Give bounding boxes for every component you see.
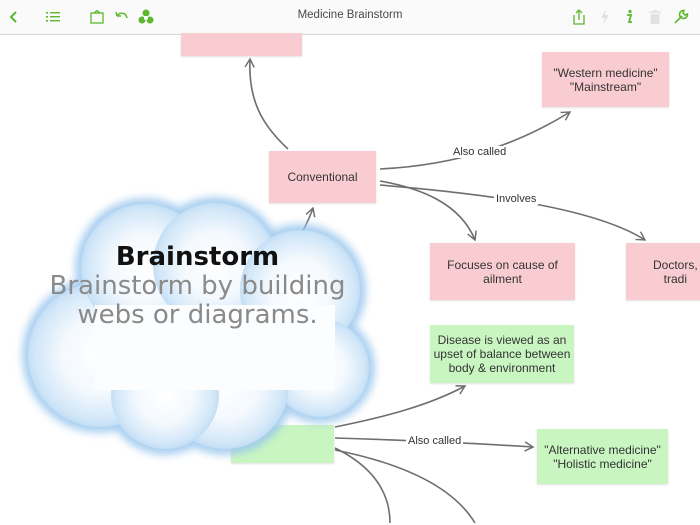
edge-label-also-called: Also called: [451, 146, 509, 158]
branches-icon[interactable]: [136, 7, 156, 27]
topic-node-doctors[interactable]: Doctors, tradi: [626, 243, 700, 300]
overlay-subtitle: Brainstorm by building webs or diagrams.: [49, 271, 346, 330]
trash-icon[interactable]: [645, 7, 665, 27]
toolbar: Medicine Brainstorm: [0, 0, 700, 35]
edge-label-also-called: Also called: [406, 435, 464, 447]
topic-box-icon[interactable]: [87, 7, 107, 27]
topic-node-alternative-medicine[interactable]: "Alternative medicine" "Holistic medicin…: [537, 429, 668, 484]
outline-list-icon[interactable]: [43, 7, 63, 27]
topic-node-conventional[interactable]: Conventional: [269, 151, 376, 203]
topic-node-alternative-partial[interactable]: [231, 425, 334, 463]
edge-label-involves: Involves: [494, 193, 539, 205]
mind-map-canvas[interactable]: Also called Involves Also called Convent…: [0, 33, 700, 525]
topic-node-disease-balance[interactable]: Disease is viewed as an upset of balance…: [430, 325, 574, 383]
share-icon[interactable]: [569, 7, 589, 27]
arrow-conventional-to-focuses: [379, 180, 477, 242]
topic-node-western-medicine[interactable]: "Western medicine" "Mainstream": [542, 52, 669, 107]
topic-node-focuses-on-cause[interactable]: Focuses on cause of ailment: [430, 243, 575, 300]
arrow-conventional-to-western: [379, 111, 572, 170]
arrow-green-to-bottom-2: [334, 449, 476, 524]
settings-wrench-icon[interactable]: [671, 7, 691, 27]
inspector-info-icon[interactable]: [619, 7, 639, 27]
undo-icon[interactable]: [112, 7, 132, 27]
arrow-green-to-disease: [334, 385, 467, 428]
back-chevron-icon[interactable]: [4, 7, 24, 27]
overlay-title: Brainstorm: [115, 242, 280, 272]
topic-node-partial[interactable]: [181, 33, 302, 56]
arrow-conventional-to-top: [244, 57, 289, 150]
arrow-green-to-bottom-1: [334, 447, 391, 524]
quick-entry-bolt-icon[interactable]: [595, 7, 615, 27]
document-title: Medicine Brainstorm: [297, 9, 403, 21]
cloud-overlay-text: Brainstorm Brainstorm by building webs o…: [40, 242, 355, 330]
